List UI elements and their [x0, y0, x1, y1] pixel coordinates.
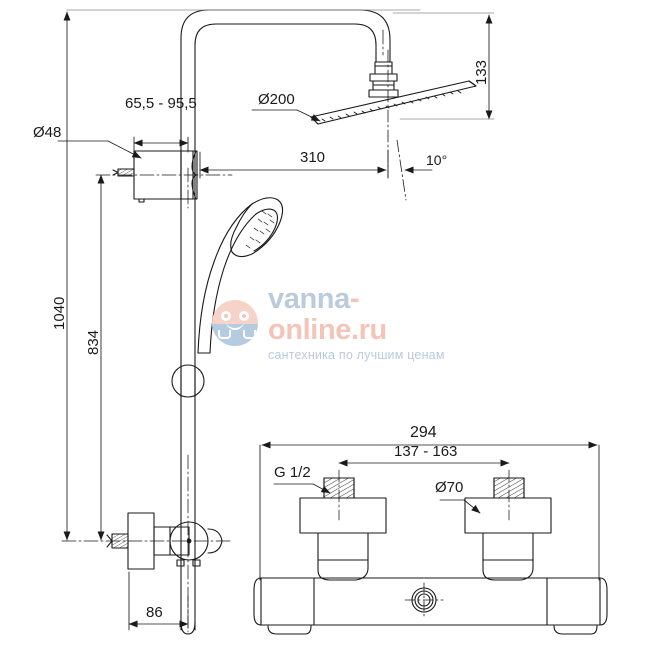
mixer-right-escutcheon	[464, 497, 552, 534]
dimension-angle-10	[387, 49, 433, 201]
label-head-diameter: Ø200	[258, 91, 295, 108]
dimension-86	[128, 571, 189, 631]
overhead-shower-head	[310, 80, 477, 125]
label-total-height: 1040	[51, 296, 68, 330]
dimension-310	[199, 149, 389, 179]
leader-g12	[273, 483, 331, 494]
leader-d48	[57, 140, 142, 159]
label-head-reach: 310	[300, 149, 326, 166]
riser-bottom-cap	[180, 621, 196, 635]
rail-slider-bracket	[171, 364, 205, 398]
label-head-tilt: 10°	[426, 152, 448, 168]
dimension-133	[392, 12, 495, 120]
label-mixer-width: 294	[410, 424, 437, 441]
label-escutcheon-diameter: Ø70	[435, 479, 464, 496]
label-rail-height: 834	[85, 329, 102, 355]
shower-head-connector	[368, 61, 399, 98]
riser-centerline	[187, 29, 384, 633]
hand-shower	[197, 197, 284, 354]
mixer-left-escutcheon	[299, 497, 387, 534]
dimension-294	[259, 441, 600, 581]
label-base-depth: 86	[146, 604, 163, 621]
mixer-body	[253, 577, 608, 635]
label-bracket-diameter: Ø48	[33, 124, 62, 141]
riser-pipe-inner	[194, 23, 377, 631]
label-bracket-range: 65,5 - 95,5	[125, 95, 197, 112]
mixer-right-stem	[482, 532, 534, 581]
leader-d200	[251, 109, 321, 122]
mixer-inlet-centerlines	[338, 469, 510, 521]
label-inlet-thread: G 1/2	[274, 464, 311, 481]
wall-bracket-assembly	[112, 150, 198, 203]
dimension-65-95	[133, 136, 189, 153]
label-head-drop: 133	[473, 59, 490, 85]
mixer-left-stem	[317, 532, 369, 581]
label-inlet-spacing: 137 - 163	[394, 443, 458, 460]
dimension-1040	[63, 9, 421, 541]
leader-d70	[439, 499, 481, 514]
